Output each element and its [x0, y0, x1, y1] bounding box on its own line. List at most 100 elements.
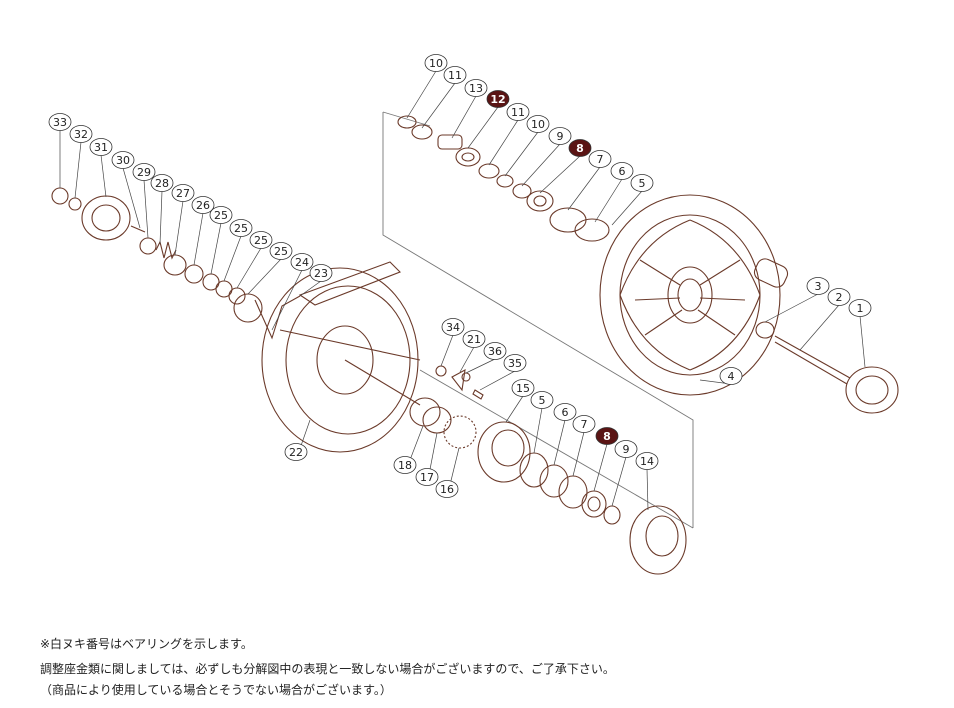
callout-14: 14	[635, 452, 659, 511]
part-3-washer	[755, 321, 775, 339]
part-bubble	[111, 151, 135, 169]
callout-35: 35	[479, 354, 527, 391]
callout-number: 14	[640, 455, 654, 468]
part-11-top	[411, 124, 433, 140]
part-31-drum	[81, 195, 131, 241]
callout-number: 7	[597, 153, 604, 166]
frame-outline	[382, 112, 694, 528]
part-bubble	[89, 138, 113, 156]
part-7-top	[549, 207, 587, 233]
part-14-cap	[629, 505, 687, 575]
part-24-ring	[233, 293, 263, 323]
callout-number: 36	[488, 345, 502, 358]
part-13-body	[437, 134, 463, 150]
leader-line	[521, 143, 561, 187]
part-8-bottom-bearing	[581, 490, 607, 518]
leader-line	[406, 70, 437, 119]
part-bubble	[572, 415, 596, 433]
part-bubble	[588, 150, 612, 168]
part-drawings	[51, 111, 899, 575]
leader-line	[143, 179, 149, 239]
callout-30: 30	[111, 151, 141, 229]
callout-layer: 1011131211109876533323130292827262525252…	[48, 54, 872, 511]
callout-number: 18	[398, 459, 412, 472]
callout-number: 17	[420, 471, 434, 484]
part-27	[163, 254, 187, 276]
callout-2: 2	[799, 288, 851, 351]
note-bearing: ※白ヌキ番号はベアリングを示します。	[40, 637, 253, 651]
bearing-bubble	[486, 90, 510, 108]
callout-number: 26	[196, 199, 210, 212]
callout-11: 11	[488, 103, 530, 166]
part-34	[435, 365, 447, 377]
leader-line	[859, 315, 866, 368]
part-32	[68, 197, 82, 211]
part-bubble	[269, 242, 293, 260]
bearing-bubble	[568, 139, 592, 157]
part-bubble	[610, 162, 634, 180]
leader-line	[193, 212, 204, 266]
callout-number: 10	[531, 118, 545, 131]
callout-number: 15	[516, 382, 530, 395]
leader-line	[122, 167, 141, 229]
callout-number: 25	[274, 245, 288, 258]
part-bubble	[150, 174, 174, 192]
callout-number: 31	[94, 141, 108, 154]
part-bubble	[443, 66, 467, 84]
callout-5: 5	[611, 174, 654, 226]
callout-number: 21	[467, 333, 481, 346]
part-29	[139, 237, 157, 255]
callout-number: 11	[511, 106, 525, 119]
callout-number: 27	[176, 187, 190, 200]
note-washer: 調整座金類に関しましては、必ずしも分解図中の表現と一致しない場合がございますので…	[40, 662, 615, 676]
callout-9: 9	[611, 440, 638, 507]
bearing-bubble	[595, 427, 619, 445]
leader-line	[174, 200, 184, 256]
leader-line	[459, 346, 475, 373]
footnotes: ※白ヌキ番号はベアリングを示します。 調整座金類に関しましては、必ずしも分解図中…	[40, 634, 940, 701]
part-6-top	[574, 218, 610, 242]
callout-1: 1	[848, 299, 872, 368]
part-23-clip	[254, 295, 301, 340]
part-2-shaft	[774, 335, 851, 379]
part-bubble	[69, 125, 93, 143]
leader-line	[646, 468, 649, 511]
part-bubble	[229, 219, 253, 237]
callout-12: 12	[467, 90, 510, 149]
callout-36: 36	[465, 342, 507, 374]
leader-line	[74, 141, 82, 199]
callout-24: 24	[271, 253, 314, 331]
leader-line	[504, 131, 539, 177]
leader-line	[159, 190, 163, 245]
leader-line	[299, 280, 322, 297]
part-bubble	[526, 115, 550, 133]
part-4-spool-front	[599, 194, 781, 396]
exploded-parts-diagram: 1011131211109876533323130292827262525252…	[48, 54, 899, 575]
leader-line	[479, 370, 516, 391]
part-30-pin	[130, 225, 146, 233]
part-26	[184, 264, 204, 284]
callout-number: 8	[576, 142, 584, 155]
part-35-screw	[472, 389, 484, 400]
callout-number: 28	[155, 177, 169, 190]
callout-6: 6	[553, 403, 577, 466]
part-bubble	[309, 264, 333, 282]
callout-number: 24	[295, 256, 309, 269]
callout-6: 6	[594, 162, 634, 223]
callout-number: 25	[234, 222, 248, 235]
callout-25: 25	[247, 242, 293, 295]
callout-28: 28	[150, 174, 174, 245]
callout-25: 25	[223, 219, 253, 282]
callout-4: 4	[699, 367, 743, 385]
callout-number: 6	[562, 406, 569, 419]
part-7-bottom	[558, 475, 588, 509]
part-12-bearing	[455, 147, 481, 167]
part-bubble	[630, 174, 654, 192]
callout-15: 15	[505, 379, 535, 423]
part-bubble	[132, 163, 156, 181]
callout-number: 1	[857, 302, 864, 315]
part-bubble	[506, 103, 530, 121]
callout-11: 11	[421, 66, 467, 129]
callout-34: 34	[440, 318, 465, 367]
part-bubble	[464, 79, 488, 97]
